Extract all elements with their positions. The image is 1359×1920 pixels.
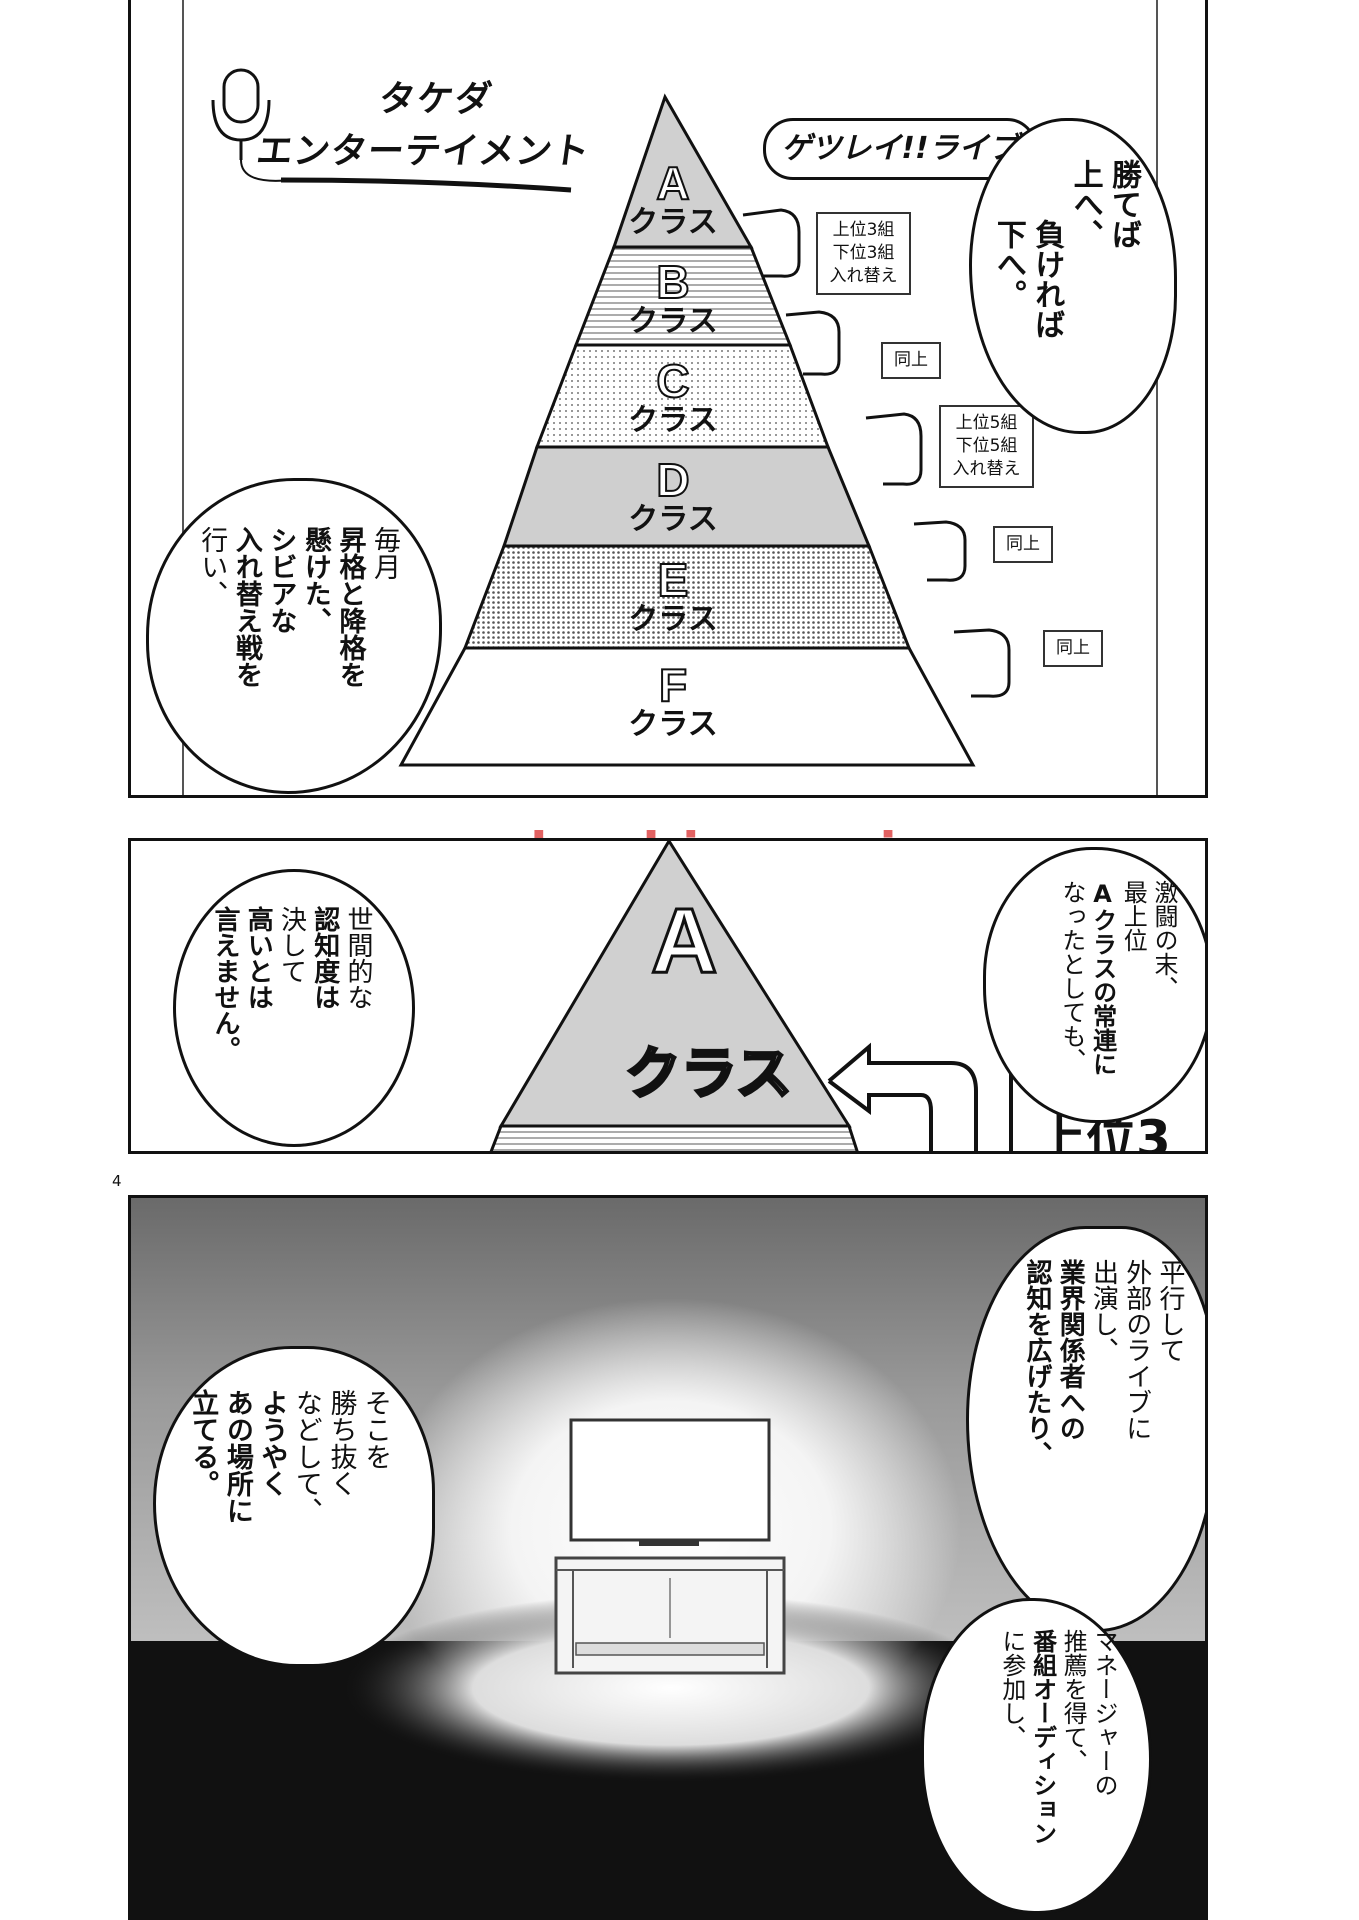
speech-line: 推薦を得て、	[1059, 1629, 1088, 1773]
speech-text: 激闘の末、 最上位 Aクラスの常連に なったとしても、	[1056, 880, 1179, 1105]
speech-line: 出演し、	[1088, 1259, 1119, 1363]
speech-line: 業界関係者への	[1055, 1259, 1086, 1441]
speech-line: マネージャーの	[1090, 1629, 1118, 1797]
logo-line-2: エンターテイメント	[254, 130, 593, 171]
class-c-letter: C	[655, 355, 690, 407]
speech-line: 激闘の末、	[1150, 880, 1178, 1000]
class-e-letter: E	[657, 554, 690, 606]
speech-line: 上へ、	[1067, 159, 1103, 249]
rule-box-a-b: 上位3組 下位3組 入れ替え	[816, 212, 911, 295]
class-f-letter: F	[658, 659, 688, 711]
speech-line: 認知を広げたり、	[1021, 1259, 1052, 1467]
speech-text: そこを 勝ち抜く などして、 ようやく あの場所に 立てる。	[185, 1389, 392, 1634]
class-a-letter: A	[655, 157, 690, 209]
class-e-word: クラス	[628, 602, 718, 637]
speech-line: なったとしても、	[1057, 880, 1086, 1072]
company-logo: タケダ エンターテイメント	[254, 70, 602, 174]
class-a-closeup-letter: A	[649, 889, 718, 994]
speech-line: 勝ち抜く	[325, 1389, 357, 1497]
speech-text: 毎月 昇格と降格を 懸けた、 シビアな 入れ替え戦を 行い、	[194, 526, 401, 766]
panel-a-class-closeup: A クラス 上位3 世間的な 認知度は 決して 高いとは 言えません。 激闘の末…	[128, 838, 1208, 1154]
speech-line: 外部のライブに	[1121, 1259, 1152, 1441]
class-b-letter: B	[655, 256, 690, 308]
tier-f	[398, 646, 976, 767]
speech-line: 懸けた、	[299, 526, 331, 634]
tv-spotlight-illustration	[131, 1298, 1205, 1920]
class-c-word: クラス	[628, 403, 718, 438]
speech-bubble-finally-stand: そこを 勝ち抜く などして、 ようやく あの場所に 立てる。	[153, 1346, 435, 1667]
panel-class-pyramid: タケダ エンターテイメント ゲツレイ!!ライブ A クラス B クラス C クラ…	[128, 0, 1208, 798]
tier-b-closeup	[489, 1124, 859, 1151]
speech-line: に参加し、	[997, 1629, 1026, 1749]
speech-bubble-top-class: 激闘の末、 最上位 Aクラスの常連に なったとしても、	[983, 847, 1205, 1123]
speech-line: そこを	[360, 1389, 391, 1470]
class-c-label: C クラス	[623, 355, 723, 438]
speech-bubble-monthly-battle: 毎月 昇格と降格を 懸けた、 シビアな 入れ替え戦を 行い、	[146, 478, 442, 794]
speech-bubble-win-lose: 勝てば 上へ、 負ければ 下へ。	[969, 118, 1177, 434]
panel-tv-spotlight: そこを 勝ち抜く などして、 ようやく あの場所に 立てる。 平行して 外部のラ…	[128, 1195, 1208, 1920]
speech-line: 入れ替え戦を	[230, 526, 262, 688]
speech-line: あの場所に	[221, 1389, 253, 1524]
class-d-label: D クラス	[623, 454, 723, 537]
class-b-label: B クラス	[623, 256, 723, 339]
class-f-word: クラス	[628, 707, 718, 742]
speech-line: 行い、	[196, 526, 228, 607]
logo-line-1: タケダ	[376, 78, 497, 119]
speech-line: Aクラスの常連に	[1088, 880, 1117, 1076]
speech-bubble-external-live: 平行して 外部のライブに 出演し、 業界関係者への 認知を広げたり、	[966, 1226, 1205, 1632]
speech-line: 昇格と降格を	[334, 526, 366, 688]
speech-line: ようやく	[256, 1389, 288, 1497]
rule-box-d-e: 同上	[993, 526, 1053, 563]
speech-line: 勝てば	[1106, 159, 1141, 249]
class-a-word: クラス	[628, 205, 718, 240]
rule-box-b-c: 同上	[881, 342, 941, 379]
speech-line: 立てる。	[187, 1389, 219, 1497]
page-number: 4	[112, 1172, 122, 1190]
class-a-label: A クラス	[623, 157, 723, 240]
speech-line: 世間的な	[343, 906, 373, 1010]
speech-line: 毎月	[369, 526, 400, 580]
speech-line: 高いとは	[243, 906, 274, 1010]
pyramid-illustration	[182, 0, 1158, 795]
class-e-label: E クラス	[623, 554, 723, 637]
speech-line: などして、	[290, 1389, 322, 1524]
speech-line: シビアな	[265, 526, 297, 634]
speech-line: 下へ。	[990, 219, 1026, 309]
rule-box-e-f: 同上	[1043, 630, 1103, 667]
speech-line: 最上位	[1119, 880, 1148, 952]
speech-bubble-manager-audition: マネージャーの 推薦を得て、 番組オーディション に参加し、	[921, 1598, 1152, 1914]
pyramid-closeup	[489, 841, 1013, 1151]
class-a-closeup-word: クラス	[624, 1041, 794, 1109]
speech-line: 番組オーディション	[1028, 1629, 1057, 1845]
tv-screen	[569, 1418, 771, 1542]
speech-text: 平行して 外部のライブに 出演し、 業界関係者への 認知を広げたり、	[1020, 1259, 1186, 1609]
speech-line: 平行して	[1155, 1259, 1185, 1363]
speech-line: 負ければ	[1029, 219, 1065, 339]
floor-light	[341, 1593, 1001, 1783]
speech-text: 世間的な 認知度は 決して 高いとは 言えません。	[208, 906, 374, 1121]
speech-text: マネージャーの 推薦を得て、 番組オーディション に参加し、	[996, 1629, 1119, 1894]
speech-bubble-recognition: 世間的な 認知度は 決して 高いとは 言えません。	[173, 869, 415, 1147]
class-f-label: F クラス	[623, 659, 723, 742]
speech-line: 認知度は	[309, 906, 340, 1010]
class-d-letter: D	[655, 454, 690, 506]
class-b-word: クラス	[628, 304, 718, 339]
class-d-word: クラス	[628, 502, 718, 537]
speech-text: 勝てば 上へ、 負ければ 下へ。	[988, 159, 1142, 409]
speech-line: 言えません。	[209, 906, 240, 1062]
rule-box-c-d: 上位5組 下位5組 入れ替え	[939, 405, 1034, 488]
speech-line: 決して	[276, 906, 307, 984]
